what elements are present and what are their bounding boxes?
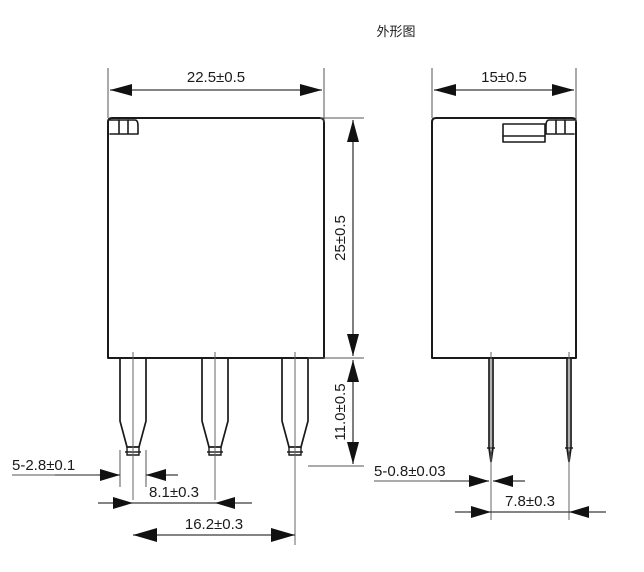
dimension-pin-width: 5-2.8±0.1 (12, 450, 178, 487)
dimension-pin-length-label: 11.0±0.5 (332, 383, 349, 440)
dimension-width-front: 22.5±0.5 (107, 68, 325, 122)
dimension-pitch-outer-label: 16.2±0.3 (185, 516, 243, 533)
dimension-width-side: 15±0.5 (431, 68, 577, 122)
front-body-outline (107, 117, 325, 359)
dimension-pin-thickness-label: 5-0.8±0.03 (374, 463, 446, 480)
dimension-pitch-inner-label: 8.1±0.3 (149, 484, 199, 501)
dimension-pitch-side-label: 7.8±0.3 (505, 493, 555, 510)
front-view-group: 22.5±0.5 25±0.5 11.0±0.5 (12, 68, 364, 545)
dimension-pitch-side: 7.8±0.3 (455, 493, 606, 518)
side-body-outline (431, 117, 577, 359)
side-view-group: 15±0.5 5-0.8±0.03 7.8±0.3 (374, 68, 606, 520)
dimension-width-side-label: 15±0.5 (481, 69, 527, 86)
dimension-height-front-label: 25±0.5 (332, 215, 349, 261)
side-label-window (502, 123, 546, 143)
front-notch-detail (109, 119, 139, 135)
dimension-pitch-inner: 8.1±0.3 (98, 484, 252, 509)
dimension-width-front-label: 22.5±0.5 (187, 69, 245, 86)
dimension-height-front: 25±0.5 (320, 117, 364, 359)
side-notch-detail (545, 119, 575, 135)
drawing-title: 外形图 (376, 25, 415, 40)
dimension-pitch-outer: 16.2±0.3 (133, 516, 295, 542)
dimension-pin-length: 11.0±0.5 (308, 357, 364, 467)
dimension-pin-width-label: 5-2.8±0.1 (12, 457, 75, 474)
dimension-pin-thickness: 5-0.8±0.03 (374, 463, 525, 487)
